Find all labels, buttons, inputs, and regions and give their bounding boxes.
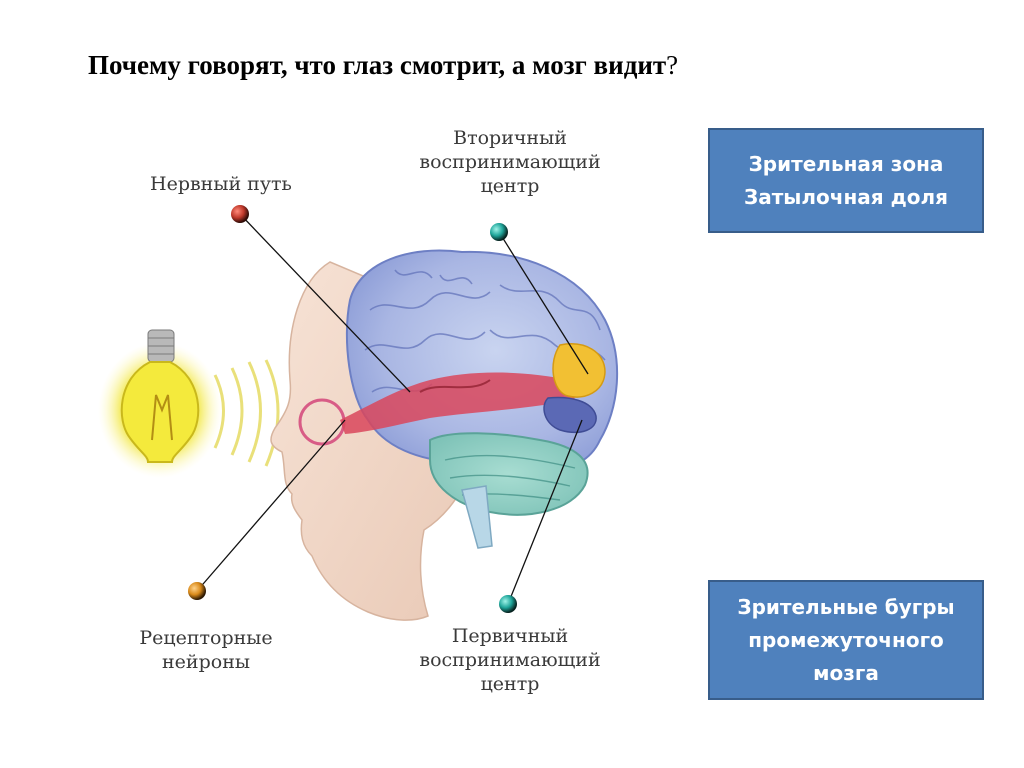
secondary-center-line bbox=[498, 231, 589, 375]
label-secondary-center-line-2: воспринимающий bbox=[419, 151, 601, 173]
pointer-lines bbox=[196, 213, 589, 605]
visual-zone-box-line-2: Затылочная доля bbox=[743, 184, 948, 209]
brain bbox=[340, 249, 619, 549]
label-secondary-center-line-1: Вторичный bbox=[453, 127, 567, 149]
page-title-question-mark: ? bbox=[666, 50, 679, 80]
thalamus-box: Зрительные бугры промежуточного мозга bbox=[708, 580, 984, 700]
nerve-path-marker bbox=[231, 205, 249, 223]
thalamus-box-line-1: Зрительные бугры bbox=[737, 594, 955, 619]
light-bulb-icon bbox=[98, 329, 222, 478]
primary-center-line bbox=[507, 419, 583, 605]
light-waves bbox=[213, 359, 280, 467]
label-primary-center-line-3: центр bbox=[480, 673, 540, 695]
label-nerve-path: Нервный путь bbox=[150, 172, 292, 196]
label-nerve-path-line-1: Нервный путь bbox=[150, 173, 292, 195]
receptor-neurons-line bbox=[196, 419, 346, 592]
primary-center-marker bbox=[499, 595, 517, 613]
label-primary-center-line-1: Первичный bbox=[451, 625, 569, 647]
label-primary-center: Первичный воспринимающий центр bbox=[405, 624, 615, 696]
label-primary-center-line-2: воспринимающий bbox=[419, 649, 601, 671]
visual-zone-box: Зрительная зона Затылочная доля bbox=[708, 128, 984, 233]
nerve-path-line bbox=[239, 213, 411, 393]
label-receptor-neurons-line-2: нейроны bbox=[162, 651, 250, 673]
visual-zone-box-line-1: Зрительная зона bbox=[748, 151, 944, 176]
thalamus-box-line-3: мозга bbox=[813, 660, 879, 685]
label-receptor-neurons-line-1: Рецепторные bbox=[139, 627, 273, 649]
secondary-center-marker bbox=[490, 223, 508, 241]
label-secondary-center-line-3: центр bbox=[480, 175, 540, 197]
page-title: Почему говорят, что глаз смотрит, а мозг… bbox=[88, 50, 678, 81]
thalamus-box-line-2: промежуточного bbox=[748, 627, 944, 652]
label-secondary-center: Вторичный воспринимающий центр bbox=[405, 126, 615, 198]
page-title-text: Почему говорят, что глаз смотрит, а мозг… bbox=[88, 50, 667, 80]
label-receptor-neurons: Рецепторные нейроны bbox=[126, 626, 286, 674]
receptor-neurons-marker bbox=[188, 582, 206, 600]
